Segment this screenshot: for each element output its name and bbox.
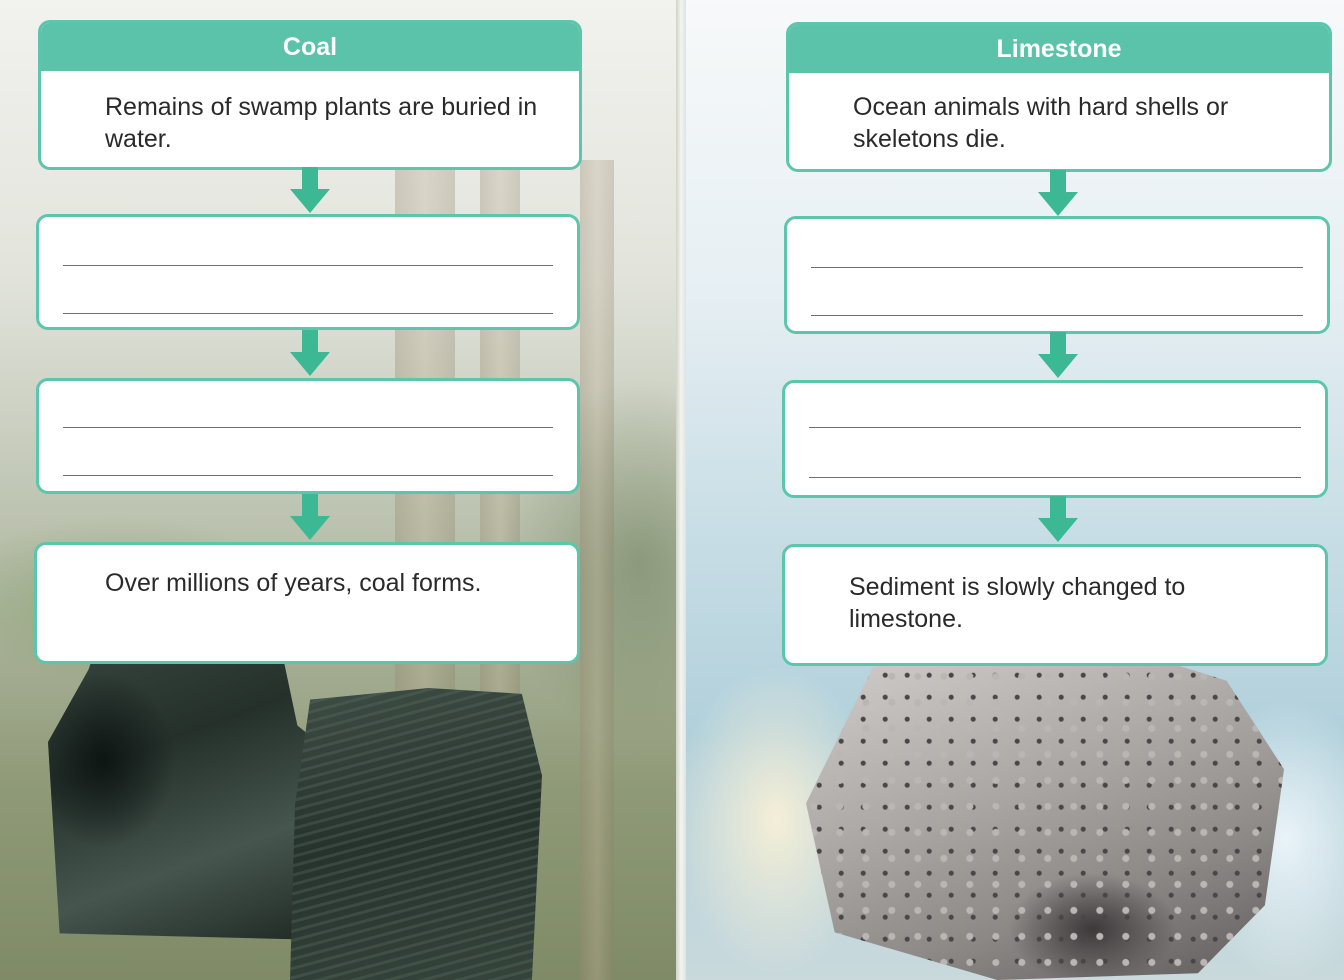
coal-step-3-blank-box[interactable]	[36, 378, 580, 494]
coal-step-1-box: Coal Remains of swamp plants are buried …	[38, 20, 582, 170]
answer-line	[63, 427, 553, 428]
page-gutter	[676, 0, 686, 980]
limestone-heading: Limestone	[789, 25, 1329, 73]
down-arrow-icon	[290, 330, 330, 376]
answer-line	[809, 477, 1301, 478]
limestone-step-4-text: Sediment is slowly changed to limestone.	[849, 573, 1186, 633]
down-arrow-icon	[1038, 332, 1078, 378]
fossil-limestone-sample-image	[806, 640, 1284, 980]
down-arrow-icon	[1038, 170, 1078, 216]
limestone-step-2-blank-box[interactable]	[784, 216, 1330, 334]
answer-line	[811, 315, 1303, 316]
coal-step-2-blank-box[interactable]	[36, 214, 580, 330]
answer-line	[811, 267, 1303, 268]
answer-line	[63, 475, 553, 476]
coal-step-4-box: Over millions of years, coal forms.	[34, 542, 580, 664]
limestone-step-1-box: Limestone Ocean animals with hard shells…	[786, 22, 1332, 172]
coal-step-4-text: Over millions of years, coal forms.	[105, 569, 482, 597]
limestone-step-1-text: Ocean animals with hard shells or skelet…	[853, 93, 1229, 153]
coal-sample-image	[290, 688, 542, 980]
down-arrow-icon	[290, 167, 330, 213]
answer-line	[63, 265, 553, 266]
down-arrow-icon	[1038, 496, 1078, 542]
down-arrow-icon	[290, 494, 330, 540]
limestone-step-4-box: Sediment is slowly changed to limestone.	[782, 544, 1328, 666]
limestone-step-3-blank-box[interactable]	[782, 380, 1328, 498]
answer-line	[809, 427, 1301, 428]
answer-line	[63, 313, 553, 314]
tree-trunk	[580, 160, 614, 980]
coal-step-1-text: Remains of swamp plants are buried in wa…	[105, 93, 538, 153]
coal-heading: Coal	[41, 23, 579, 71]
